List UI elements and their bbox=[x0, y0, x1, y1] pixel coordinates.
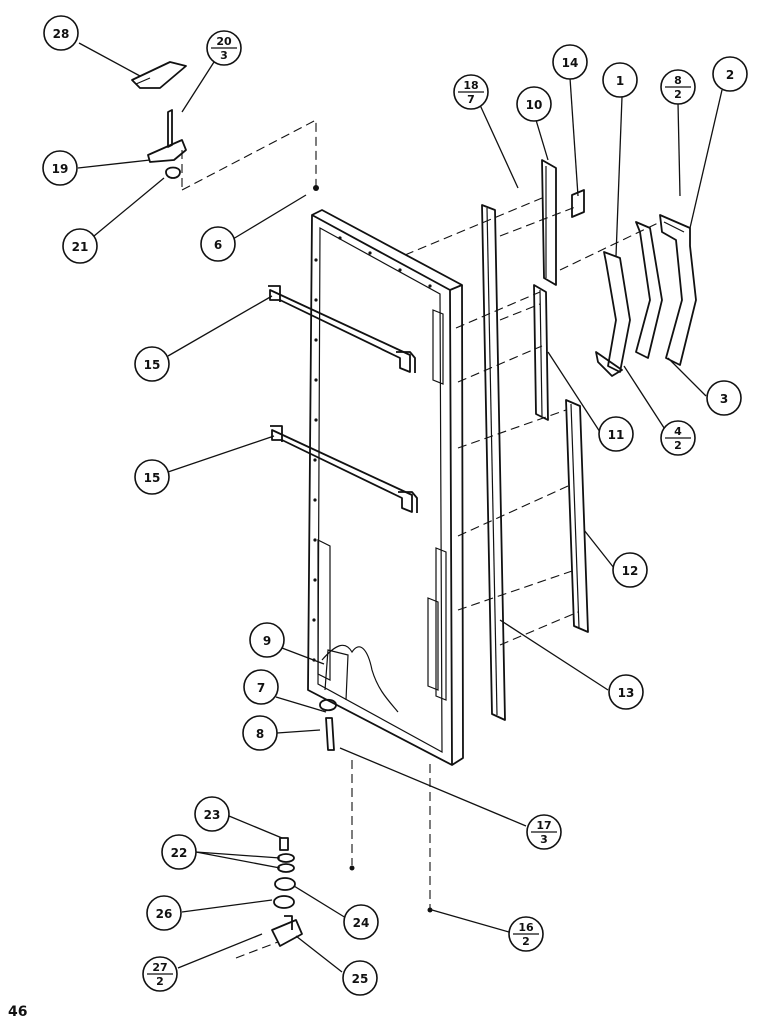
clip-part-14 bbox=[571, 189, 585, 218]
handle-part-4 bbox=[635, 221, 663, 359]
svg-text:7: 7 bbox=[467, 93, 475, 106]
svg-text:12: 12 bbox=[622, 564, 639, 578]
callout-c6: 6 bbox=[200, 226, 236, 262]
svg-text:20: 20 bbox=[216, 35, 232, 48]
callout-c20-3: 20 3 bbox=[206, 30, 242, 66]
callout-c3: 3 bbox=[706, 380, 742, 416]
svg-text:13: 13 bbox=[618, 686, 635, 700]
svg-text:1: 1 bbox=[616, 74, 624, 88]
svg-text:21: 21 bbox=[72, 240, 89, 254]
svg-text:22: 22 bbox=[171, 846, 188, 860]
svg-text:17: 17 bbox=[536, 819, 551, 832]
callout-c23: 23 bbox=[194, 796, 230, 832]
svg-text:14: 14 bbox=[562, 56, 579, 70]
handle-part-2-3 bbox=[659, 214, 697, 366]
top-hinge-cover bbox=[131, 61, 187, 89]
svg-text:23: 23 bbox=[204, 808, 221, 822]
svg-text:24: 24 bbox=[353, 916, 370, 930]
door-trim-strip bbox=[481, 204, 506, 721]
callout-c11: 11 bbox=[598, 416, 634, 452]
callout-c1: 1 bbox=[602, 62, 638, 98]
handle-part-12 bbox=[565, 399, 589, 633]
svg-text:27: 27 bbox=[152, 961, 167, 974]
callout-c25: 25 bbox=[342, 960, 378, 996]
callout-c28: 28 bbox=[43, 15, 79, 51]
callout-c22: 22 bbox=[161, 834, 197, 870]
svg-text:3: 3 bbox=[220, 49, 228, 62]
callout-c8-2: 8 2 bbox=[660, 69, 696, 105]
bottom-hinge-stack bbox=[271, 837, 303, 947]
svg-text:6: 6 bbox=[214, 238, 222, 252]
svg-text:16: 16 bbox=[518, 921, 534, 934]
assembly-lines bbox=[181, 119, 661, 959]
callout-c8: 8 bbox=[242, 715, 278, 751]
svg-text:15: 15 bbox=[144, 471, 161, 485]
callout-c18-7: 18 7 bbox=[453, 74, 489, 110]
svg-text:4: 4 bbox=[674, 425, 682, 438]
callout-c12: 12 bbox=[612, 552, 648, 588]
callout-c26: 26 bbox=[146, 895, 182, 931]
callout-c27-2: 27 2 bbox=[142, 956, 178, 992]
svg-text:2: 2 bbox=[726, 68, 734, 82]
handle-part-10 bbox=[541, 159, 557, 286]
handle-part-1 bbox=[595, 251, 631, 377]
svg-text:7: 7 bbox=[257, 681, 265, 695]
svg-text:2: 2 bbox=[522, 935, 530, 948]
callout-c2: 2 bbox=[712, 56, 748, 92]
callout-c9: 9 bbox=[249, 622, 285, 658]
callout-c16-2: 16 2 bbox=[508, 916, 544, 952]
svg-text:9: 9 bbox=[263, 634, 271, 648]
svg-text:28: 28 bbox=[53, 27, 70, 41]
svg-text:2: 2 bbox=[674, 88, 682, 101]
svg-text:10: 10 bbox=[526, 98, 543, 112]
door-panel bbox=[307, 209, 464, 766]
svg-text:26: 26 bbox=[156, 907, 173, 921]
lower-hinge-pin bbox=[319, 698, 337, 751]
page-number: 46 bbox=[8, 1004, 28, 1020]
svg-text:25: 25 bbox=[352, 972, 369, 986]
svg-text:8: 8 bbox=[674, 74, 682, 87]
top-hinge bbox=[147, 109, 187, 179]
callout-c21: 21 bbox=[62, 228, 98, 264]
shelf-bracket-upper bbox=[268, 285, 416, 373]
svg-text:15: 15 bbox=[144, 358, 161, 372]
svg-text:18: 18 bbox=[463, 79, 478, 92]
svg-text:3: 3 bbox=[720, 392, 728, 406]
leader-lines bbox=[77, 42, 723, 973]
svg-text:19: 19 bbox=[52, 162, 69, 176]
svg-text:3: 3 bbox=[540, 833, 548, 846]
svg-text:11: 11 bbox=[608, 428, 625, 442]
callout-c13: 13 bbox=[608, 674, 644, 710]
callout-c24: 24 bbox=[343, 904, 379, 940]
callout-c19: 19 bbox=[42, 150, 78, 186]
svg-text:2: 2 bbox=[156, 975, 164, 988]
svg-text:2: 2 bbox=[674, 439, 682, 452]
shelf-bracket-lower bbox=[270, 425, 418, 513]
callout-c15b: 15 bbox=[134, 459, 170, 495]
callout-c7: 7 bbox=[243, 669, 279, 705]
callout-c4-2: 4 2 bbox=[660, 420, 696, 456]
callout-c15a: 15 bbox=[134, 346, 170, 382]
callout-c14: 14 bbox=[552, 44, 588, 80]
handle-part-11 bbox=[533, 284, 549, 421]
callout-c17-3: 17 3 bbox=[526, 814, 562, 850]
svg-text:8: 8 bbox=[256, 727, 264, 741]
callout-c10: 10 bbox=[516, 86, 552, 122]
